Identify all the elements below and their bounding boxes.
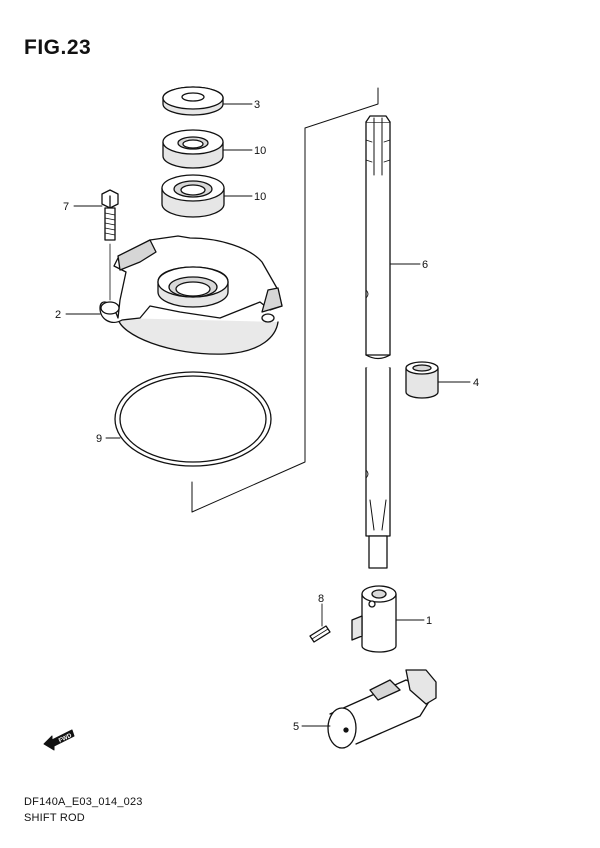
fwd-label: FWD <box>58 733 74 745</box>
oil-seal-part-10-lower <box>161 174 225 218</box>
o-ring-part-9 <box>114 371 272 467</box>
callout-7: 7 <box>63 201 69 213</box>
callout-2: 2 <box>55 309 61 321</box>
callout-4: 4 <box>473 377 479 389</box>
figure-name: SHIFT ROD <box>24 812 85 824</box>
washer-part-3 <box>162 86 224 116</box>
bolt-part-7 <box>101 189 119 301</box>
callout-6: 6 <box>422 259 428 271</box>
callout-5: 5 <box>293 721 299 733</box>
figure-title: FIG.23 <box>24 36 92 59</box>
oil-seal-part-10-upper <box>162 129 224 169</box>
callout-3: 3 <box>254 99 260 111</box>
shift-cam-part-5 <box>327 669 437 749</box>
leader-lines <box>65 103 471 727</box>
bushing-part-4 <box>405 361 439 399</box>
callout-1: 1 <box>426 615 432 627</box>
shift-rod-part-6 <box>365 115 391 569</box>
guide-plate-part-2 <box>99 235 283 355</box>
callout-9: 9 <box>96 433 102 445</box>
figure-code: DF140A_E03_014_023 <box>24 796 143 808</box>
fwd-arrow-icon: FWD <box>43 729 75 751</box>
callout-8: 8 <box>318 593 324 605</box>
group-bracket-line <box>191 87 379 513</box>
callout-10-upper: 10 <box>254 145 266 157</box>
joint-part-1 <box>351 585 397 653</box>
callout-10-lower: 10 <box>254 191 266 203</box>
pin-part-8 <box>309 625 331 643</box>
